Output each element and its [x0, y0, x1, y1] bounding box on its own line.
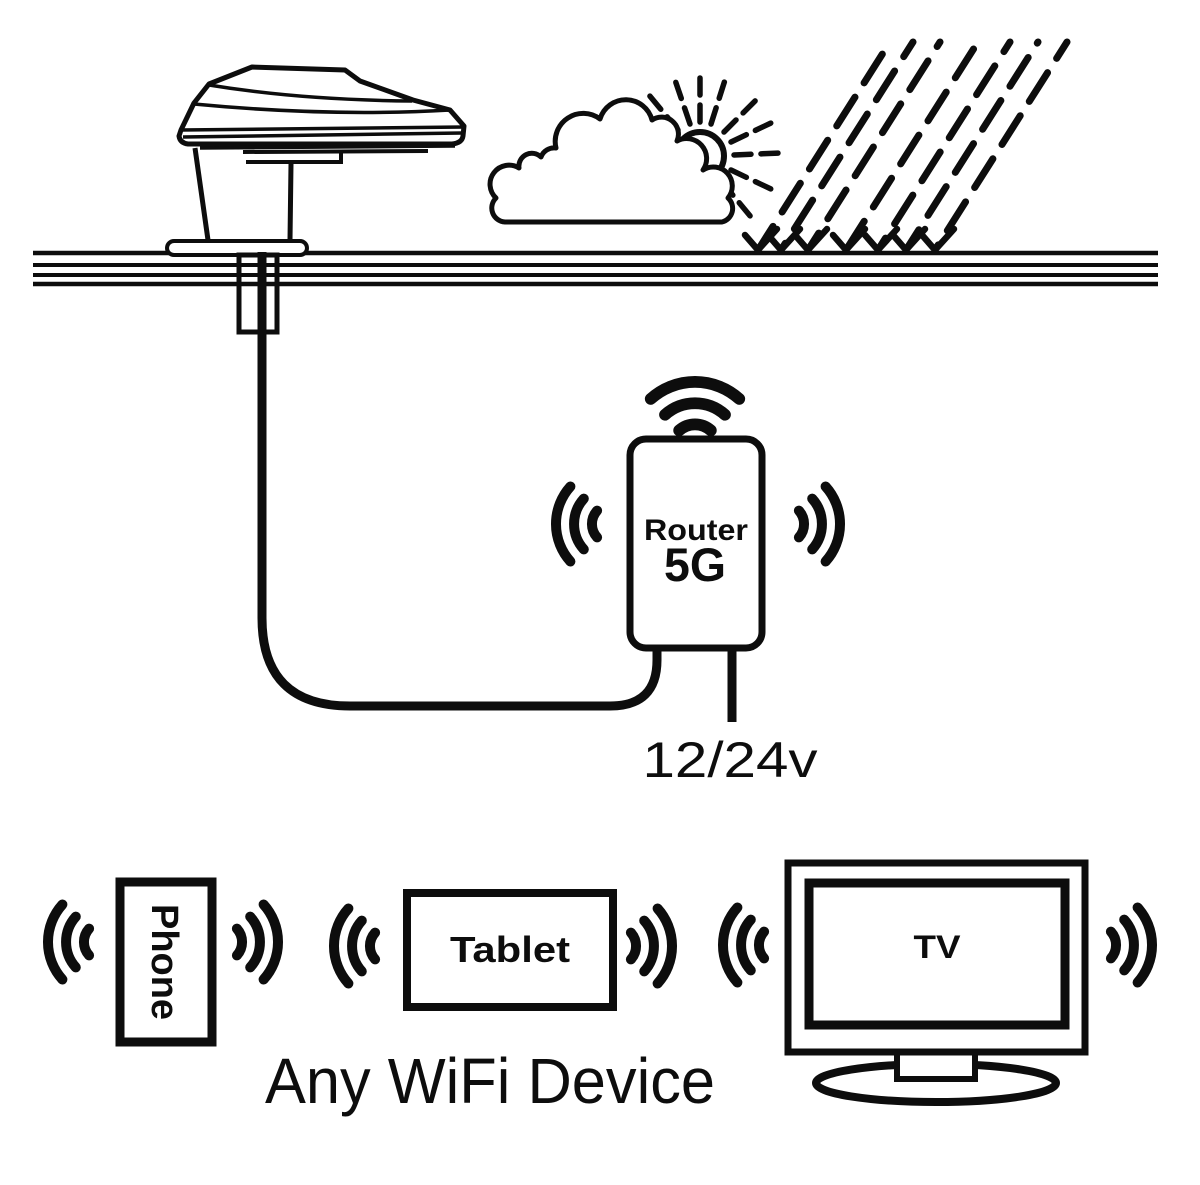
rain-streaks — [754, 38, 1071, 254]
tablet-body — [403, 889, 617, 1011]
cloud-icon — [487, 97, 736, 225]
phone-icon: Phone — [48, 877, 278, 1047]
power-voltage-label: 12/24v — [643, 732, 818, 788]
router-label: Router — [644, 514, 748, 547]
tablet-icon: Tablet — [334, 889, 672, 1011]
antenna-pedestal — [192, 147, 294, 241]
roof-antenna-icon — [165, 64, 467, 335]
tv-screen — [804, 878, 1070, 1030]
wifi-waves-icon — [237, 905, 278, 980]
rain-splashes — [741, 225, 958, 254]
wifi-waves-icon — [334, 909, 375, 984]
wifi-waves-icon — [651, 382, 740, 431]
wifi-waves-icon — [556, 487, 597, 562]
router-unit: Router 5G — [556, 382, 840, 652]
tv-icon: TV — [723, 859, 1152, 1106]
coax-cable-icon — [257, 252, 662, 711]
roof-lines — [33, 250, 1158, 287]
caption-any-wifi-device: Any WiFi Device — [265, 1045, 715, 1117]
tablet-label: Tablet — [450, 929, 570, 970]
phone-label: Phone — [143, 904, 185, 1020]
router-tech-label: 5G — [664, 538, 726, 591]
wifi-waves-icon — [1111, 908, 1152, 983]
rain-icon — [741, 38, 1071, 254]
tv-label: TV — [914, 929, 962, 965]
wifi-waves-icon — [799, 487, 840, 562]
antenna-dome-ridges — [180, 83, 465, 164]
phone-body — [115, 877, 217, 1047]
wifi-waves-icon — [723, 908, 764, 983]
wifi-waves-icon — [631, 909, 672, 984]
wifi-waves-icon — [48, 905, 89, 980]
router-box — [626, 435, 766, 652]
